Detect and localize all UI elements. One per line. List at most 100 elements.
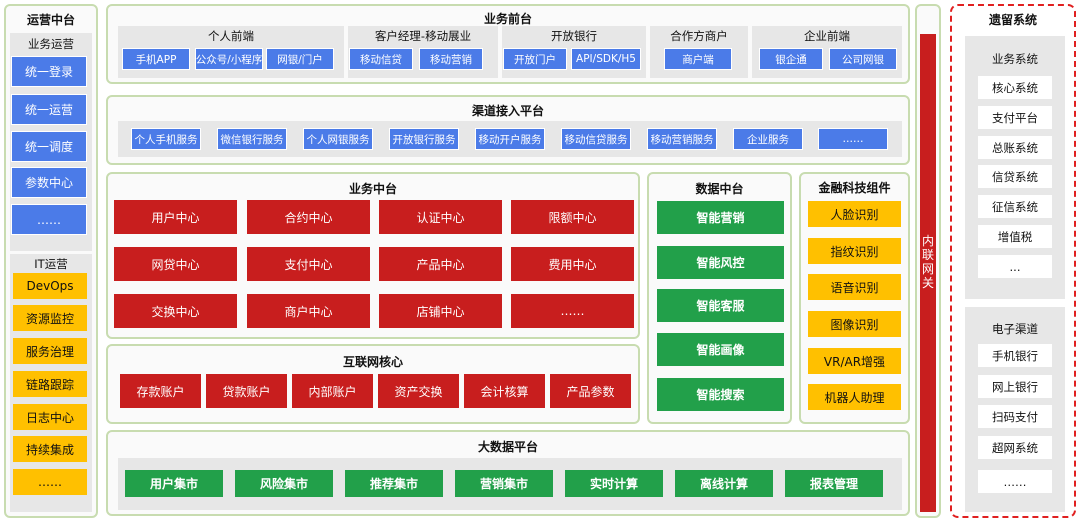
bizmid-item: 交换中心 xyxy=(114,294,237,328)
channel-item: …… xyxy=(818,128,888,150)
bizmid-item: 店铺中心 xyxy=(379,294,502,328)
bizmid-item: 限额中心 xyxy=(511,200,634,234)
fintech-title: 金融科技组件 xyxy=(818,181,891,195)
channel-item: 移动开户服务 xyxy=(475,128,545,150)
front-title: 业务前台 xyxy=(483,12,532,26)
core-item: 内部账户 xyxy=(292,374,373,408)
bizmid-item: 网贷中心 xyxy=(114,247,237,281)
fintech-item: 机器人助理 xyxy=(808,384,901,410)
legacy-biz-item: 增值税 xyxy=(978,225,1052,248)
front-item: 商户端 xyxy=(664,48,732,70)
datamid-item: 智能画像 xyxy=(657,333,784,366)
ops-biz-item: …… xyxy=(11,204,87,235)
bizmid-item: 费用中心 xyxy=(511,247,634,281)
front-item: 移动营销 xyxy=(419,48,483,70)
ops-it-item: 链路跟踪 xyxy=(13,371,87,397)
bizmid-item: 合约中心 xyxy=(247,200,370,234)
datamid-item: 智能搜索 xyxy=(657,378,784,411)
bigdata-item: 报表管理 xyxy=(785,470,883,497)
legacy-echan-item: 扫码支付 xyxy=(978,405,1052,428)
ops-biz-item: 统一调度 xyxy=(11,131,87,162)
legacy-biz-item: 核心系统 xyxy=(978,76,1052,99)
bizmid-item: 认证中心 xyxy=(379,200,502,234)
bigdata-item: 实时计算 xyxy=(565,470,663,497)
front-item: 移动信贷 xyxy=(349,48,413,70)
gateway-bar: 内联网关 xyxy=(920,34,936,512)
front-group-personal-title: 个人前端 xyxy=(208,29,254,43)
fintech-item: 指纹识别 xyxy=(808,238,901,264)
ops-it-item: DevOps xyxy=(13,273,87,299)
legacy-echan-item: 手机银行 xyxy=(978,344,1052,367)
legacy-biz-item: ... xyxy=(978,255,1052,278)
ops-it-item: 日志中心 xyxy=(13,404,87,430)
front-item: 手机APP xyxy=(122,48,190,70)
datamid-item: 智能风控 xyxy=(657,246,784,279)
ops-biz-title: 业务运营 xyxy=(28,37,74,51)
front-item: 网银/门户 xyxy=(266,48,334,70)
core-item: 贷款账户 xyxy=(206,374,287,408)
legacy-biz-item: 信贷系统 xyxy=(978,165,1052,188)
channel-item: 个人网银服务 xyxy=(303,128,373,150)
bigdata-title: 大数据平台 xyxy=(477,440,538,454)
channel-title: 渠道接入平台 xyxy=(471,104,544,118)
bizmid-item: 用户中心 xyxy=(114,200,237,234)
bigdata-item: 风险集市 xyxy=(235,470,333,497)
channel-item: 个人手机服务 xyxy=(131,128,201,150)
front-item: 公司网银 xyxy=(829,48,897,70)
bigdata-item: 用户集市 xyxy=(125,470,223,497)
gateway-label: 内联网关 xyxy=(921,234,934,290)
core-item: 产品参数 xyxy=(550,374,631,408)
front-group-enterprise-title: 企业前端 xyxy=(804,29,850,43)
channel-item: 移动信贷服务 xyxy=(561,128,631,150)
channel-item: 开放银行服务 xyxy=(389,128,459,150)
legacy-biz-title: 业务系统 xyxy=(992,52,1038,66)
bigdata-item: 离线计算 xyxy=(675,470,773,497)
channel-item: 企业服务 xyxy=(733,128,803,150)
front-group-openbank-title: 开放银行 xyxy=(551,29,597,43)
ops-it-item: 资源监控 xyxy=(13,305,87,331)
ops-it-item: 服务治理 xyxy=(13,338,87,364)
bigdata-item: 营销集市 xyxy=(455,470,553,497)
bigdata-item: 推荐集市 xyxy=(345,470,443,497)
ops-biz-item: 统一运营 xyxy=(11,94,87,125)
datamid-item: 智能客服 xyxy=(657,289,784,322)
front-panel: 业务前台 个人前端 客户经理-移动展业 开放银行 合作方商户 企业前端 xyxy=(106,4,910,84)
channel-item: 微信银行服务 xyxy=(217,128,287,150)
ops-biz-item: 参数中心 xyxy=(11,167,87,198)
legacy-echan-item: …… xyxy=(978,470,1052,493)
core-item: 存款账户 xyxy=(120,374,201,408)
legacy-biz-item: 总账系统 xyxy=(978,136,1052,159)
ops-it-item: 持续集成 xyxy=(13,436,87,462)
fintech-item: 图像识别 xyxy=(808,311,901,337)
front-group-merchant-title: 合作方商户 xyxy=(670,29,728,43)
front-item: 公众号/小程序 xyxy=(195,48,263,70)
ops-biz-item: 统一登录 xyxy=(11,56,87,87)
bizmid-item: 支付中心 xyxy=(247,247,370,281)
bizmid-item: …… xyxy=(511,294,634,328)
front-item: 银企通 xyxy=(759,48,823,70)
front-group-mobile-title: 客户经理-移动展业 xyxy=(374,29,472,43)
bizmid-title: 业务中台 xyxy=(348,182,397,196)
gateway-panel: 内联网关 xyxy=(915,4,941,518)
ops-it-title: IT运营 xyxy=(34,257,68,271)
legacy-biz-item: 征信系统 xyxy=(978,195,1052,218)
legacy-echan-title: 电子渠道 xyxy=(992,322,1038,336)
fintech-item: VR/AR增强 xyxy=(808,348,901,374)
fintech-item: 语音识别 xyxy=(808,274,901,300)
fintech-item: 人脸识别 xyxy=(808,201,901,227)
legacy-echan-item: 网上银行 xyxy=(978,375,1052,398)
datamid-title: 数据中台 xyxy=(695,182,744,196)
legacy-biz-item: 支付平台 xyxy=(978,106,1052,129)
core-item: 资产交换 xyxy=(378,374,459,408)
datamid-item: 智能营销 xyxy=(657,201,784,234)
legacy-echan-item: 超网系统 xyxy=(978,436,1052,459)
channel-item: 移动营销服务 xyxy=(647,128,717,150)
core-title: 互联网核心 xyxy=(342,355,403,369)
bizmid-item: 产品中心 xyxy=(379,247,502,281)
front-item: 开放门户 xyxy=(503,48,567,70)
legacy-title: 遗留系统 xyxy=(988,13,1037,27)
core-item: 会计核算 xyxy=(464,374,545,408)
ops-title: 运营中台 xyxy=(26,13,75,27)
ops-it-item: …… xyxy=(13,469,87,495)
front-item: API/SDK/H5 xyxy=(571,48,641,70)
